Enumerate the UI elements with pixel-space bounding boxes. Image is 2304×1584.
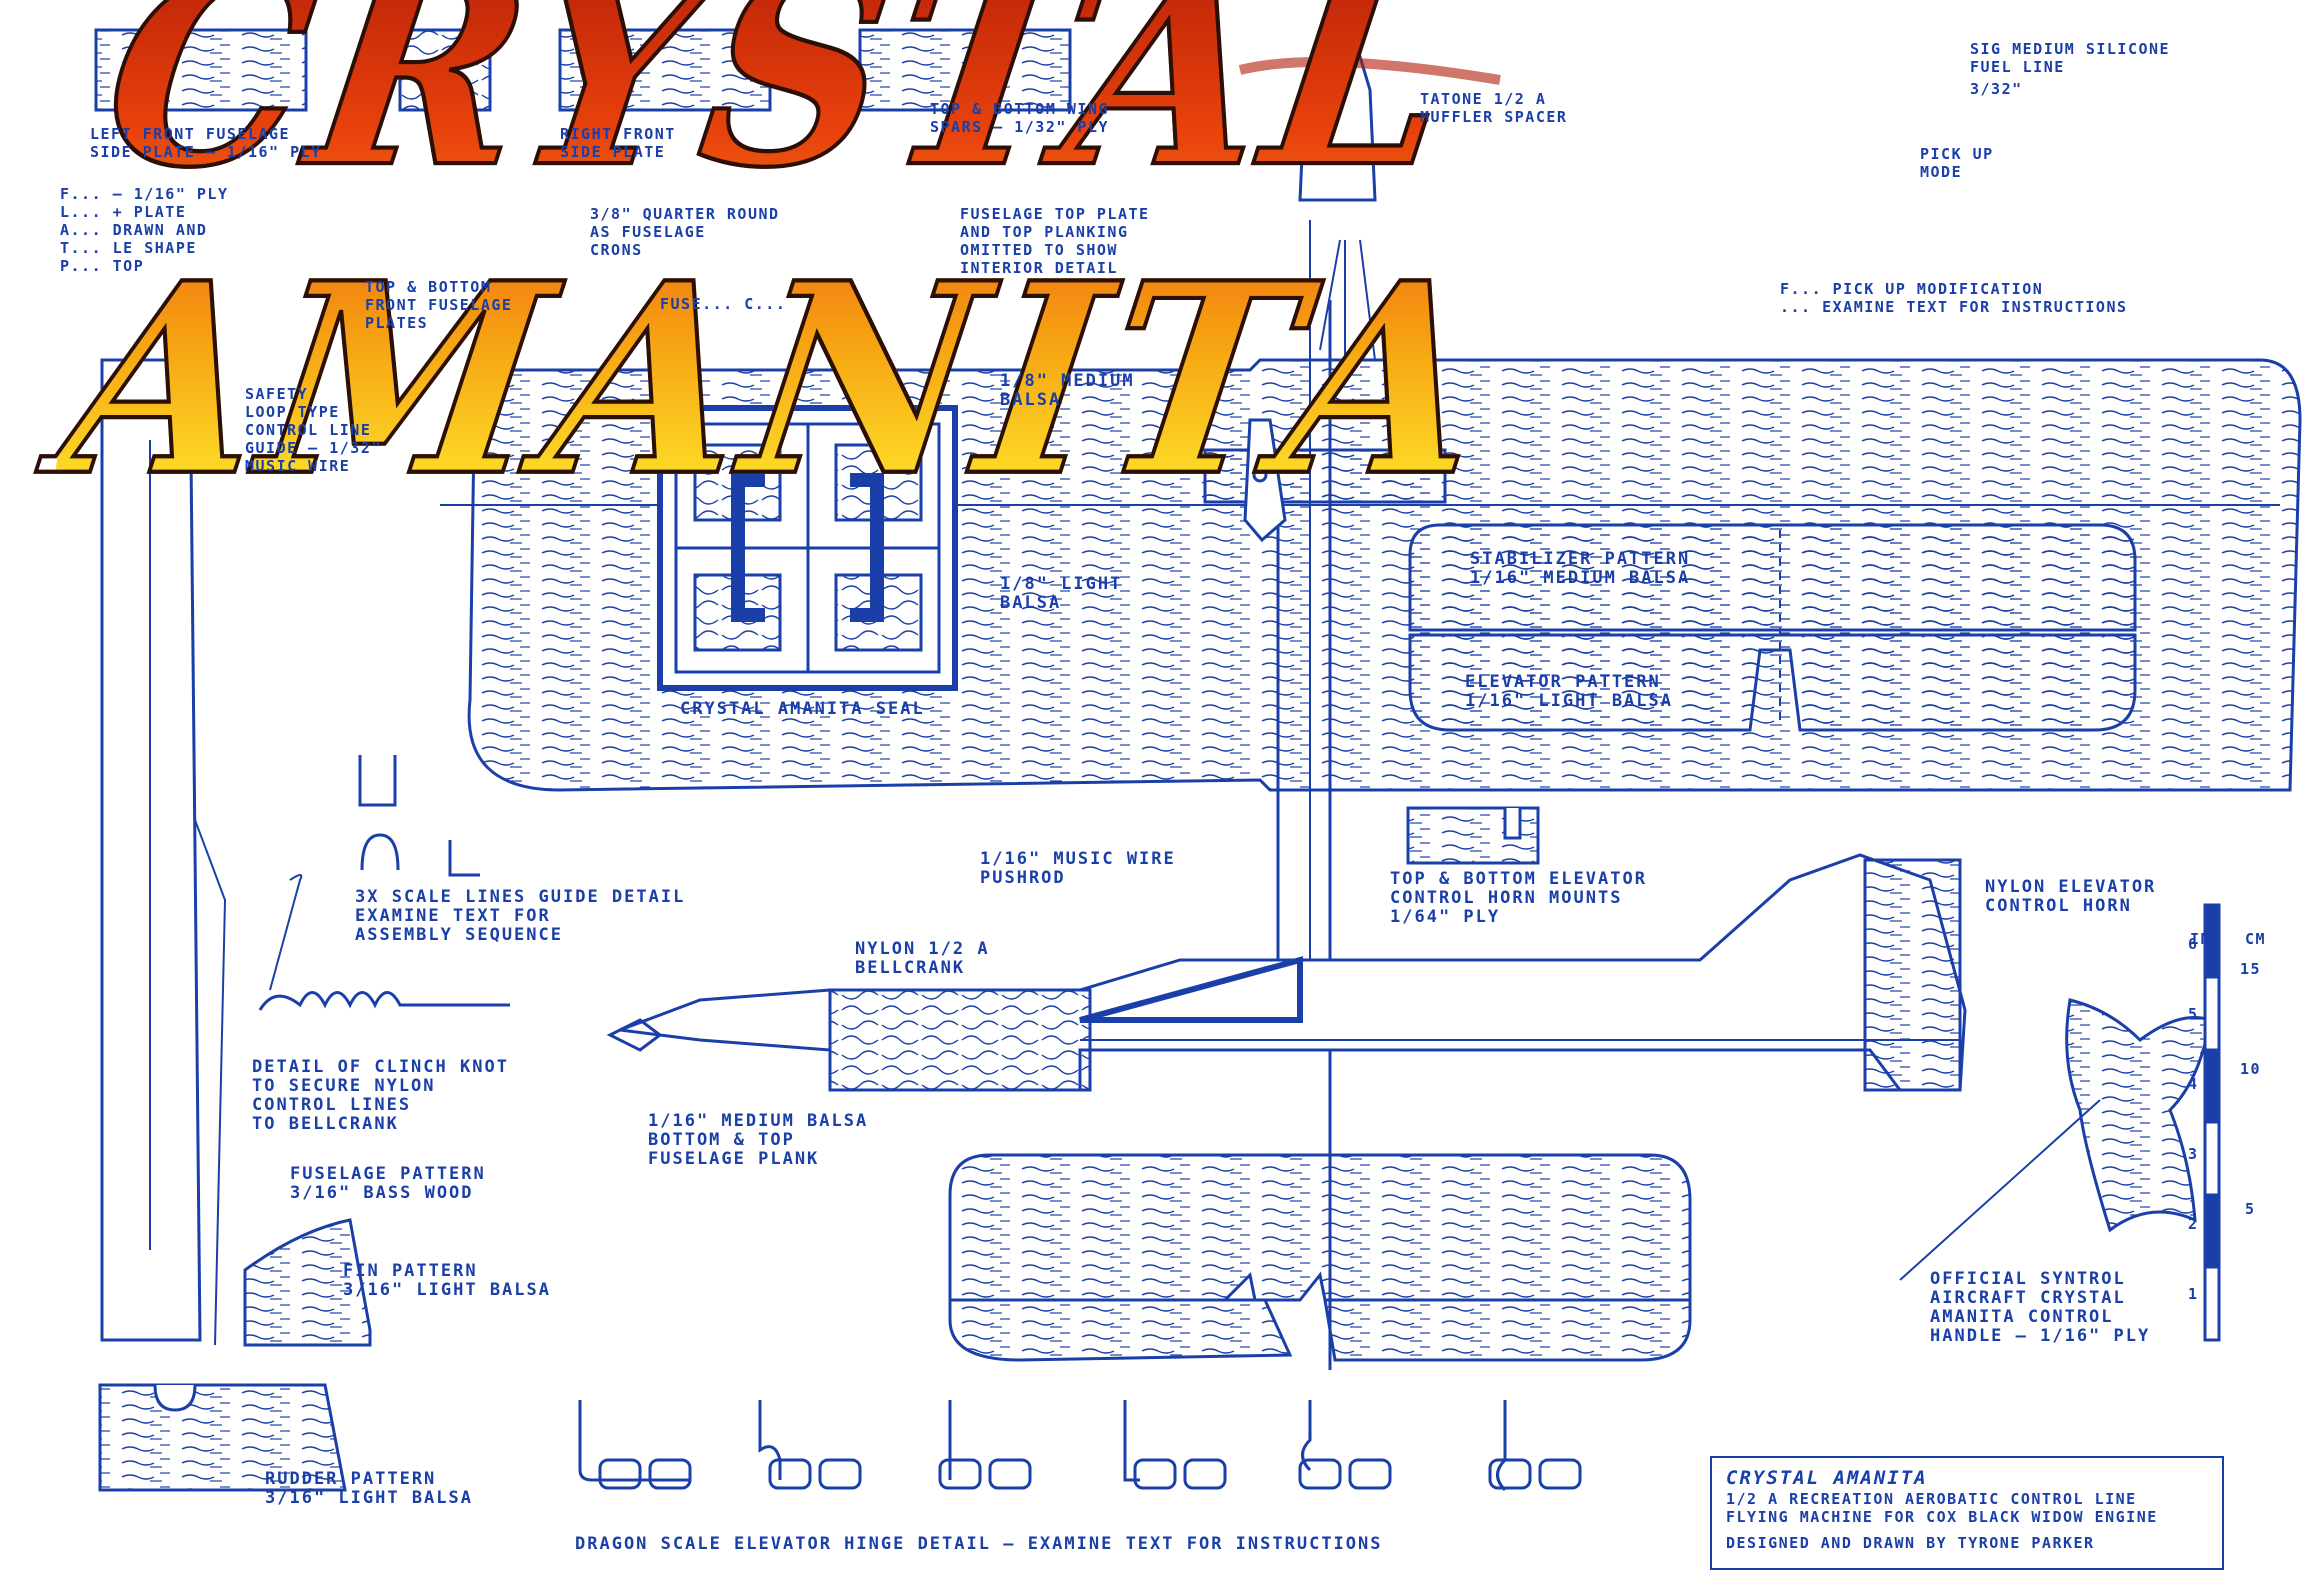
ruler-in-2: 2 (2188, 1215, 2199, 1233)
label-fuse-pattern: FUSELAGE PATTERN 3/16" BASS WOOD (290, 1164, 486, 1203)
label-light-balsa: 1/8" LIGHT BALSA (1000, 574, 1123, 613)
fin-pattern (243, 1218, 372, 1347)
ruler-cm-label: CM (2245, 930, 2267, 948)
info-credit: DESIGNED AND DRAWN BY TYRONE PARKER (1726, 1534, 2095, 1552)
label-sig-fuel: SIG MEDIUM SILICONE FUEL LINE (1970, 40, 2171, 76)
label-fuse-c: FUSE... C... (660, 295, 787, 313)
lines-guide-u (358, 755, 397, 807)
bottom-wing-tips (948, 1298, 1293, 1362)
label-tatone: TATONE 1/2 A MUFFLER SPACER (1420, 90, 1568, 126)
label-rudder: RUDDER PATTERN 3/16" LIGHT BALSA (265, 1469, 473, 1508)
title-brush-streak (1238, 57, 1501, 85)
label-top-bottom-front: TOP & BOTTOM FRONT FUSELAGE PLATES (365, 278, 513, 332)
ruler-cm-10: 10 (2240, 1060, 2262, 1078)
label-safety: SAFETY LOOP TYPE CONTROL LINE GUIDE — 1/… (245, 385, 382, 475)
label-stab: STABILIZER PATTERN 1/16" MEDIUM BALSA (1470, 549, 1691, 588)
side-nose-block (828, 988, 1092, 1092)
ruler-in-6: 6 (2188, 935, 2199, 953)
label-fuselage-ply: F... — 1/16" PLY L... + PLATE A... DRAWN… (60, 185, 229, 275)
spinner-side (606, 1018, 663, 1052)
label-bellcrank: NYLON 1/2 A BELLCRANK (855, 939, 990, 978)
ruler-cm-15: 15 (2240, 960, 2262, 978)
info-line1: 1/2 A RECREATION AEROBATIC CONTROL LINE (1726, 1490, 2137, 1508)
ruler-in-3: 3 (2188, 1145, 2199, 1163)
label-left-fuselage: LEFT FRONT FUSELAGE SIDE PLATE — 1/16" P… (90, 125, 322, 161)
label-quarter-round: 3/8" QUARTER ROUND AS FUSELAGE CRONS (590, 205, 780, 259)
label-top-plate: FUSELAGE TOP PLATE AND TOP PLANKING OMIT… (960, 205, 1150, 277)
wing-spar-plate (858, 28, 1072, 112)
label-pushrod: 1/16" MUSIC WIRE PUSHROD (980, 849, 1176, 888)
info-box: CRYSTAL AMANITA 1/2 A RECREATION AEROBAT… (1710, 1456, 2224, 1570)
top-plate-small (398, 28, 492, 112)
label-lines-guide: 3X SCALE LINES GUIDE DETAIL EXAMINE TEXT… (355, 887, 686, 945)
info-line2: FLYING MACHINE FOR COX BLACK WIDOW ENGIN… (1726, 1508, 2158, 1526)
elevator (1408, 633, 2137, 732)
engine-top (1298, 38, 1377, 202)
label-clinch: DETAIL OF CLINCH KNOT TO SECURE NYLON CO… (252, 1057, 509, 1134)
bottom-wing (948, 1153, 1692, 1302)
hinge-details (578, 1400, 1582, 1492)
clinch-knot (258, 991, 510, 1011)
side-fin-wood (1863, 858, 1962, 1092)
left-fuselage-plate (94, 28, 308, 112)
label-hinge: DRAGON SCALE ELEVATOR HINGE DETAIL — EXA… (575, 1534, 1383, 1554)
label-plank: 1/16" MEDIUM BALSA BOTTOM & TOP FUSELAGE… (648, 1111, 869, 1169)
stabilizer (1408, 523, 2137, 632)
label-right-fuselage: RIGHT FRONT SIDE PLATE (560, 125, 676, 161)
bellcrank-mount (1203, 448, 1447, 504)
rudder-pattern (98, 1383, 347, 1492)
ruler-in-5: 5 (2188, 1005, 2199, 1023)
ruler-in-4: 4 (2188, 1075, 2199, 1093)
ruler-in-1: 1 (2188, 1285, 2199, 1303)
control-handle (2065, 998, 2212, 1233)
info-title: CRYSTAL AMANITA (1726, 1467, 1928, 1489)
label-fin: FIN PATTERN 3/16" LIGHT BALSA (343, 1261, 551, 1300)
right-fuselage-plate (558, 28, 772, 112)
label-wing-spars: TOP & BOTTOM WING SPARS — 1/32" PLY (930, 100, 1110, 136)
label-horn-mounts: TOP & BOTTOM ELEVATOR CONTROL HORN MOUNT… (1390, 869, 1647, 927)
ruler-cm-5: 5 (2245, 1200, 2256, 1218)
label-elev: ELEVATOR PATTERN 1/16" LIGHT BALSA (1465, 672, 1673, 711)
label-pickup: PICK UP MODE (1920, 145, 1994, 181)
label-nylon-horn: NYLON ELEVATOR CONTROL HORN (1985, 877, 2157, 916)
label-seal: CRYSTAL AMANITA SEAL (680, 699, 925, 719)
ruler-in-label: IN. (2190, 930, 2222, 948)
label-pick-mod: F... PICK UP MODIFICATION ... EXAMINE TE… (1780, 280, 2128, 316)
label-fuel-3-32: 3/32" (1970, 80, 2023, 98)
label-medium-balsa: 1/8" MEDIUM BALSA (1000, 371, 1135, 410)
label-handle: OFFICIAL SYNTROL AIRCRAFT CRYSTAL AMANIT… (1930, 1269, 2151, 1346)
